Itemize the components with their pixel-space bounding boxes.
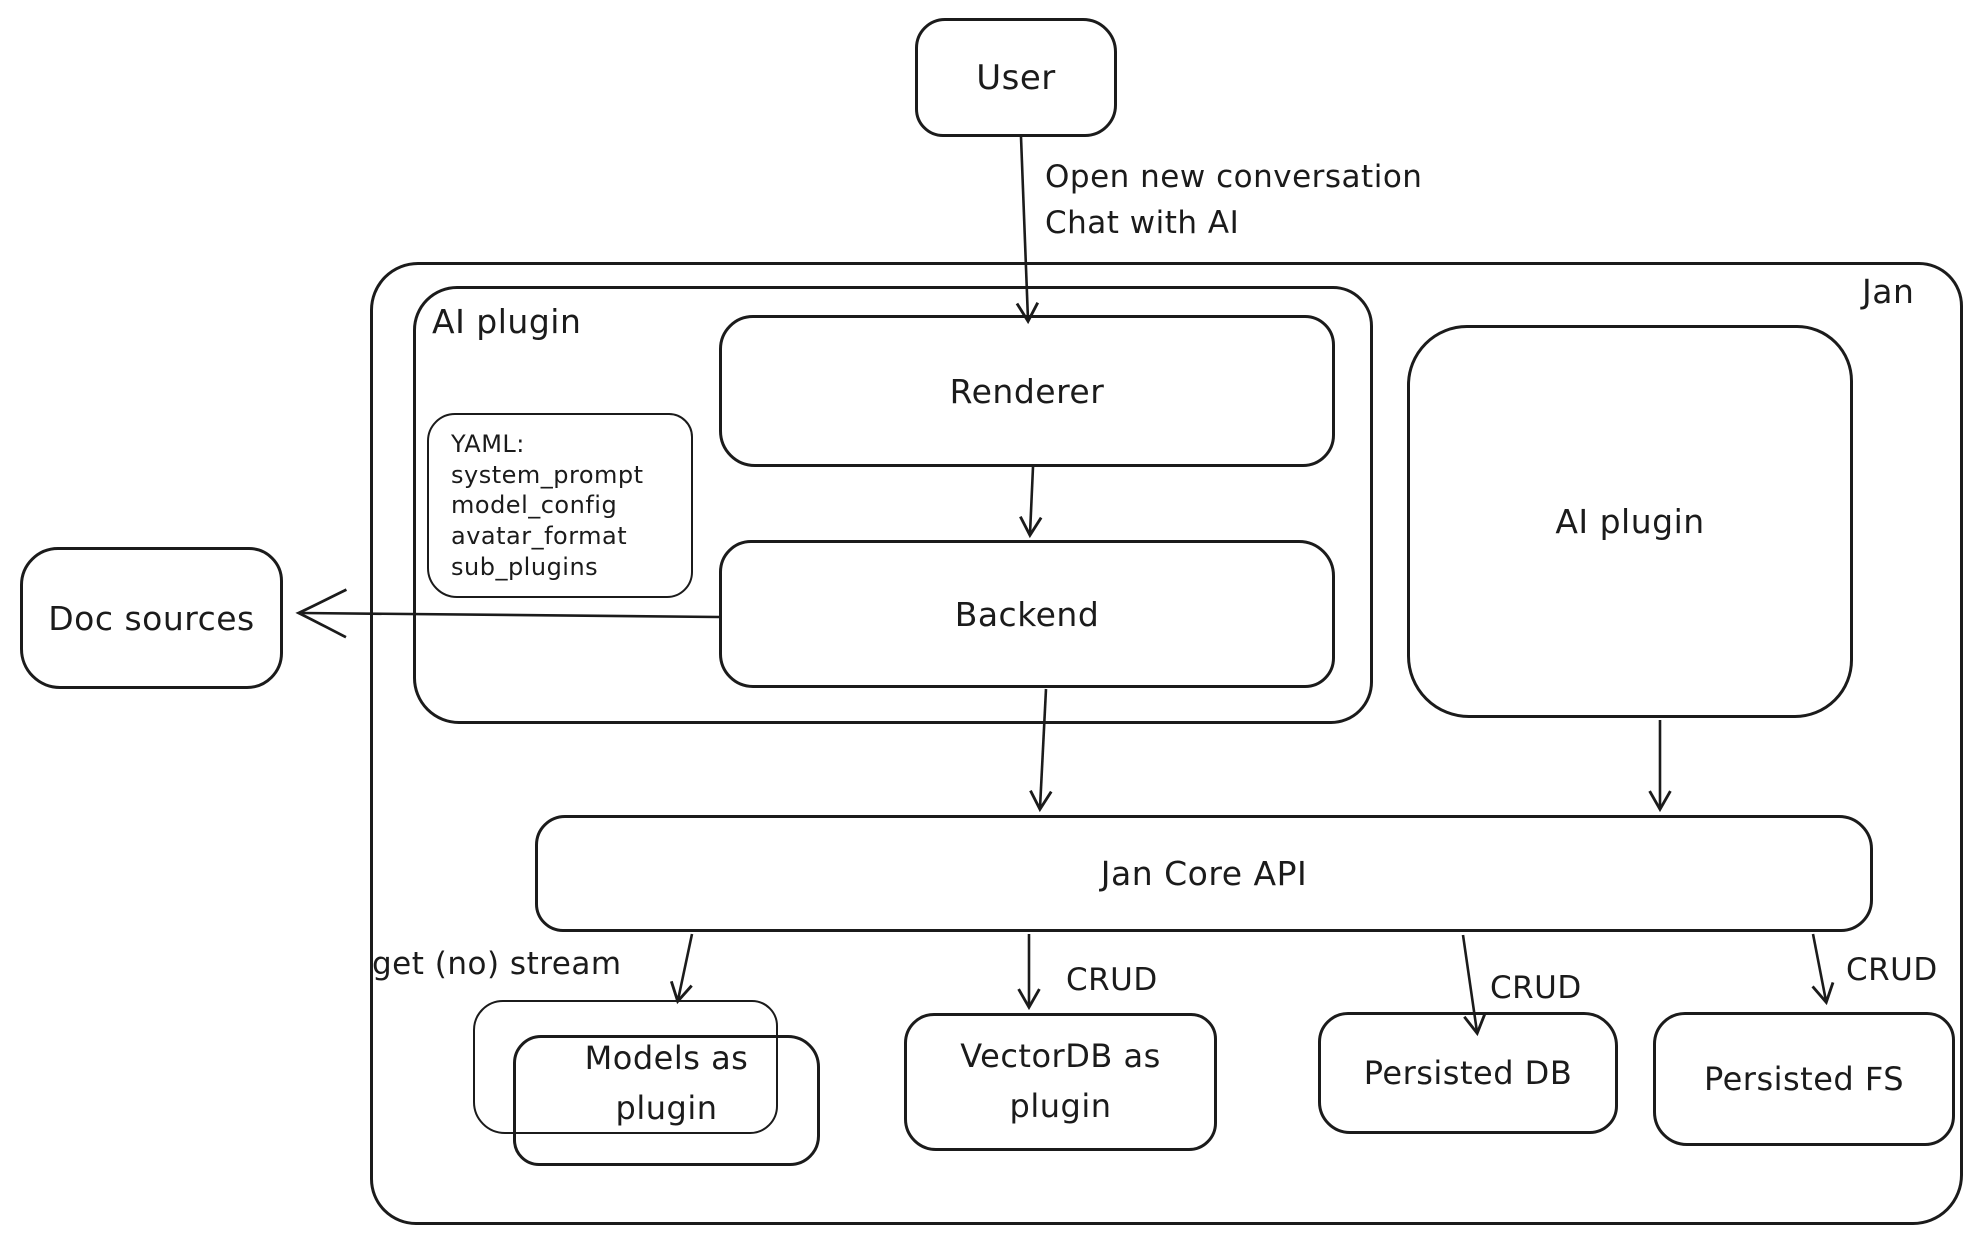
crud-label-persisted-fs: CRUD	[1846, 952, 1938, 988]
renderer-label: Renderer	[949, 371, 1105, 411]
vectordb-label-line2: plugin	[1009, 1087, 1112, 1125]
models-label-line1: Models as	[584, 1038, 749, 1077]
backend-label: Backend	[954, 594, 1100, 634]
crud-label-vectordb: CRUD	[1066, 962, 1158, 998]
doc-sources-label: Doc sources	[48, 598, 255, 638]
jan-core-api-node: Jan Core API	[535, 815, 1873, 932]
user-flow-label-line2: Chat with AI	[1045, 204, 1240, 241]
persisted-fs-label: Persisted FS	[1703, 1060, 1905, 1098]
vectordb-node: VectorDB as plugin	[904, 1013, 1217, 1151]
ai-plugin-right-node: AI plugin	[1407, 325, 1853, 718]
jan-container-box	[370, 262, 1963, 1225]
crud-label-persisted-db: CRUD	[1490, 970, 1582, 1006]
persisted-db-node: Persisted DB	[1318, 1012, 1618, 1134]
ai-plugin-right-label: AI plugin	[1555, 502, 1705, 541]
jan-core-api-label: Jan Core API	[1100, 854, 1308, 893]
user-flow-label-line1: Open new conversation	[1045, 159, 1423, 195]
user-node: User	[915, 18, 1117, 137]
doc-sources-node: Doc sources	[20, 547, 283, 689]
ai-plugin-container-box	[413, 286, 1373, 724]
models-node: Models as plugin	[513, 1035, 820, 1166]
ai-plugin-container-label: AI plugin	[432, 302, 582, 341]
persisted-fs-node: Persisted FS	[1653, 1012, 1955, 1146]
models-node-back-box	[473, 1000, 778, 1134]
jan-container-label: Jan	[1862, 272, 1915, 311]
get-stream-label: get (no) stream	[372, 946, 622, 982]
user-flow-label: Open new conversation Chat with AI	[1045, 155, 1422, 247]
user-label: User	[976, 57, 1056, 98]
yaml-note-title: YAML:	[451, 430, 525, 458]
renderer-node: Renderer	[719, 315, 1335, 467]
yaml-note-line: sub_plugins	[451, 552, 599, 581]
yaml-note-line: avatar_format	[451, 522, 628, 551]
vectordb-label-line1: VectorDB as	[960, 1037, 1161, 1076]
yaml-note-box: YAML: system_prompt model_config avatar_…	[427, 413, 693, 598]
yaml-note-line: system_prompt	[451, 460, 644, 489]
models-label-line2: plugin	[615, 1088, 718, 1127]
persisted-db-label: Persisted DB	[1363, 1054, 1573, 1092]
yaml-note-line: model_config	[451, 491, 618, 520]
backend-node: Backend	[719, 540, 1335, 688]
